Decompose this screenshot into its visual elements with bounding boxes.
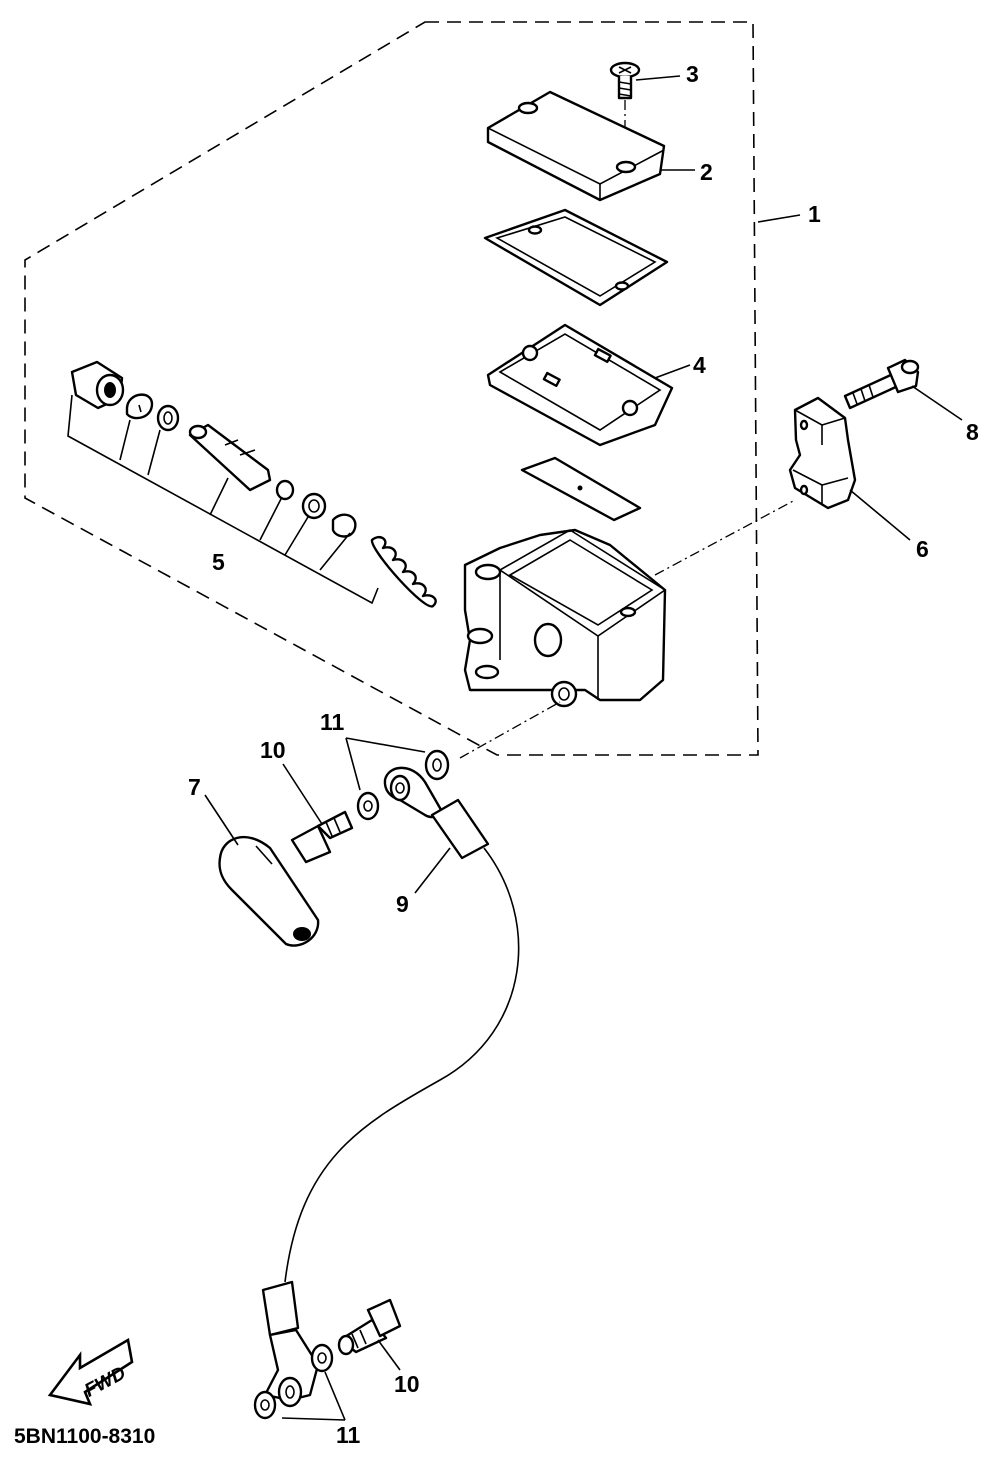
mount-axis bbox=[654, 499, 796, 576]
leader-1 bbox=[757, 214, 801, 223]
part-holder-bolt bbox=[843, 358, 920, 410]
callout-5: 5 bbox=[212, 549, 225, 575]
part-union-bolt-top bbox=[290, 810, 354, 864]
leader-10-bottom bbox=[377, 1339, 401, 1371]
callout-11-top: 11 bbox=[320, 709, 345, 735]
callout-8: 8 bbox=[966, 419, 979, 445]
leader-3 bbox=[635, 75, 681, 81]
leader-8 bbox=[911, 385, 963, 421]
part-washers-bottom bbox=[253, 1343, 334, 1420]
fwd-arrow-icon: FWD bbox=[47, 1337, 134, 1406]
part-cap-plate bbox=[483, 208, 669, 307]
leader-6 bbox=[849, 489, 911, 541]
part-reservoir-cap bbox=[486, 90, 666, 202]
callout-7: 7 bbox=[188, 774, 201, 800]
port-axis bbox=[459, 701, 561, 759]
callout-2: 2 bbox=[700, 159, 713, 185]
callout-4: 4 bbox=[693, 352, 706, 378]
part-piston-kit bbox=[70, 360, 437, 608]
leader-11-bottom bbox=[281, 1371, 346, 1421]
part-screw bbox=[609, 61, 641, 100]
callout-9: 9 bbox=[396, 891, 409, 917]
callout-1: 1 bbox=[808, 201, 821, 227]
callout-10-bottom: 10 bbox=[394, 1371, 420, 1397]
leader-10-top bbox=[282, 763, 323, 825]
bracket-5 bbox=[67, 394, 379, 605]
leader-11-top bbox=[345, 737, 426, 791]
part-holder-clamp bbox=[788, 396, 857, 510]
callout-3: 3 bbox=[686, 61, 699, 87]
drawing-code: 5BN1100-8310 bbox=[14, 1425, 155, 1448]
fwd-arrow-label: FWD bbox=[81, 1363, 129, 1402]
part-master-cylinder-body bbox=[463, 528, 667, 708]
part-washers-top bbox=[356, 749, 450, 821]
part-brake-hose bbox=[261, 766, 520, 1408]
part-cover bbox=[218, 836, 320, 947]
leader-7 bbox=[204, 794, 239, 846]
part-union-bolt-bottom bbox=[337, 1298, 402, 1356]
leader-9 bbox=[414, 847, 451, 894]
part-diaphragm bbox=[486, 323, 674, 447]
callout-6: 6 bbox=[916, 536, 929, 562]
part-protector bbox=[520, 456, 642, 522]
callout-10-top: 10 bbox=[260, 737, 286, 763]
callout-11-bottom: 11 bbox=[336, 1422, 361, 1448]
leader-4 bbox=[654, 364, 691, 379]
assembly-boundary bbox=[24, 21, 759, 756]
